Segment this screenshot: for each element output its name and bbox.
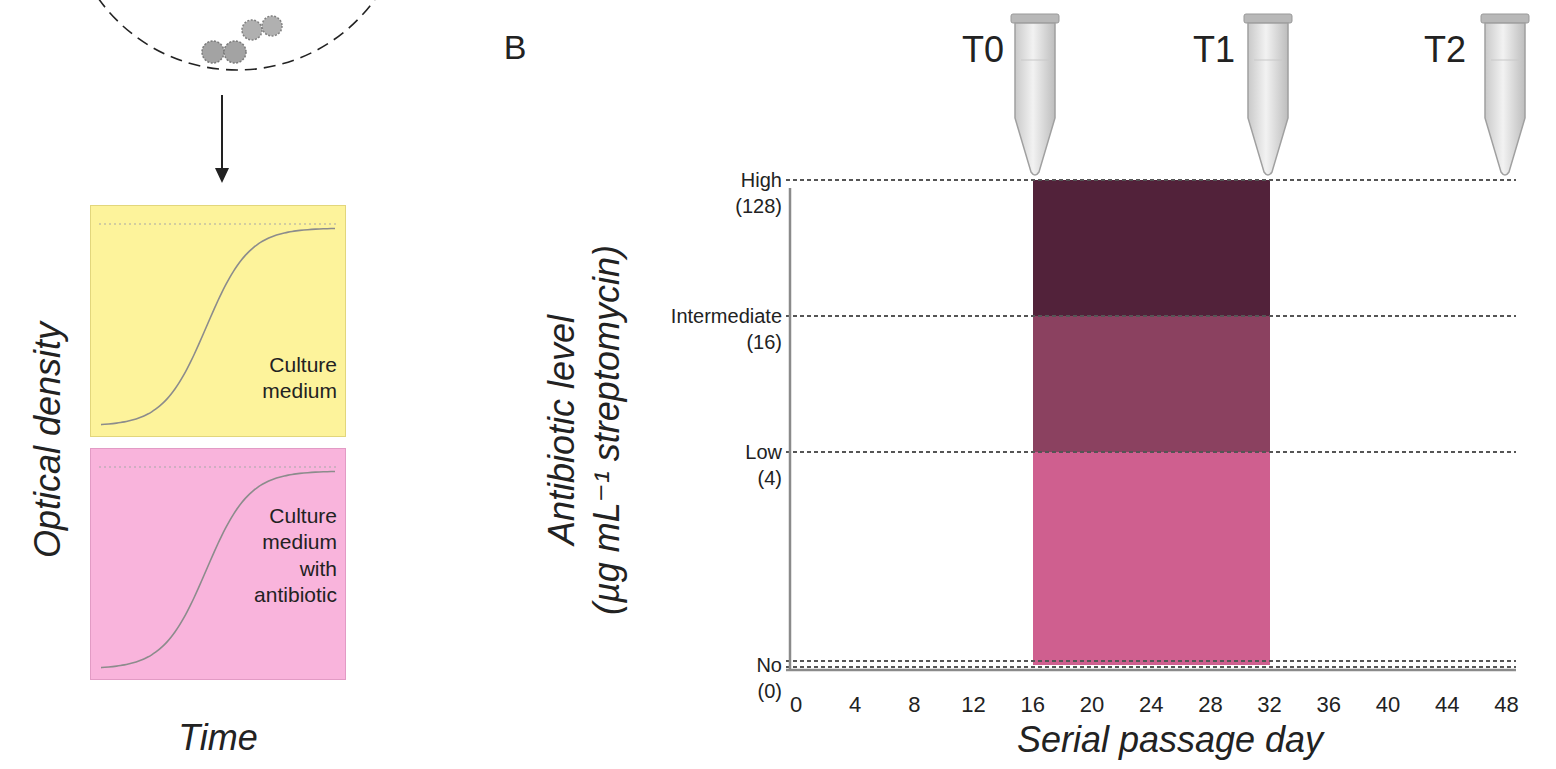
arrow-shaft	[221, 95, 223, 170]
box-label: Culture medium	[262, 352, 337, 405]
timepoint-label: T2	[1424, 29, 1466, 70]
box-label: Culture medium with antibiotic	[254, 503, 337, 608]
culture-medium-box: Culture medium	[90, 205, 346, 437]
tick-label: 4	[849, 692, 861, 717]
axis-title: Antibiotic level	[541, 315, 582, 545]
tick-label: 40	[1376, 692, 1400, 717]
arrow-head	[215, 168, 229, 183]
plateau-line	[99, 466, 339, 467]
tick-label: 24	[1139, 692, 1163, 717]
tube-cap	[1011, 14, 1059, 23]
tick-label: 0	[790, 692, 802, 717]
level-line	[786, 315, 1516, 317]
tube-cap	[1244, 14, 1292, 23]
tick-label: 48	[1494, 692, 1518, 717]
timepoint-label: T0	[962, 29, 1004, 70]
level-label: High (128)	[735, 167, 782, 219]
tube-mark	[1021, 60, 1049, 61]
bacterium	[224, 41, 246, 63]
tick-label: 32	[1257, 692, 1281, 717]
tick-label: 12	[961, 692, 985, 717]
level-line	[786, 666, 1516, 668]
antibiotic-bands	[1033, 180, 1270, 665]
x-axis	[786, 669, 1516, 672]
axis-title: (µg mL⁻¹ streptomycin)	[586, 245, 627, 615]
tube-mark	[1254, 60, 1282, 61]
sample-tube	[1011, 14, 1059, 175]
tube-body	[1015, 23, 1055, 175]
sample-tube	[1244, 14, 1292, 175]
tick-label: 16	[1021, 692, 1045, 717]
bacterium	[242, 20, 262, 40]
sample-tube	[1481, 14, 1529, 175]
antibiotic-medium-box: Culture medium with antibiotic	[90, 448, 346, 680]
level-lines	[786, 180, 1516, 667]
tick-label: 20	[1080, 692, 1104, 717]
axis-title: Time	[178, 717, 258, 758]
tick-label: 44	[1435, 692, 1459, 717]
bacterium	[202, 41, 224, 63]
plateau-line	[99, 223, 339, 224]
tube-body	[1248, 23, 1288, 175]
tick-label: 36	[1317, 692, 1341, 717]
growth-curve-plot	[91, 206, 347, 438]
tube-cap	[1481, 14, 1529, 23]
tube-mark	[1491, 60, 1519, 61]
dashed-circle	[67, 0, 407, 70]
level-label: No (0)	[756, 652, 782, 704]
tube-body	[1485, 23, 1525, 175]
timepoint-label: T1	[1193, 29, 1235, 70]
tick-label: 8	[908, 692, 920, 717]
level-line	[786, 451, 1516, 453]
down-arrow	[215, 95, 229, 183]
level-label: Low (4)	[745, 439, 782, 491]
level-line	[786, 179, 1516, 181]
axis-title: Serial passage day	[1017, 719, 1323, 760]
panel-letter: B	[504, 28, 527, 67]
bacterium	[262, 16, 282, 36]
axes	[786, 188, 1516, 670]
level-label: Intermediate (16)	[671, 303, 782, 355]
y-axis	[789, 188, 792, 670]
cell-culture	[67, 0, 407, 70]
level-line	[786, 660, 1516, 662]
band-low	[1033, 452, 1270, 665]
band-intermediate	[1033, 316, 1270, 452]
tubes	[1011, 14, 1529, 175]
tick-label: 28	[1198, 692, 1222, 717]
band-high	[1033, 180, 1270, 316]
axis-title: Optical density	[27, 322, 68, 558]
